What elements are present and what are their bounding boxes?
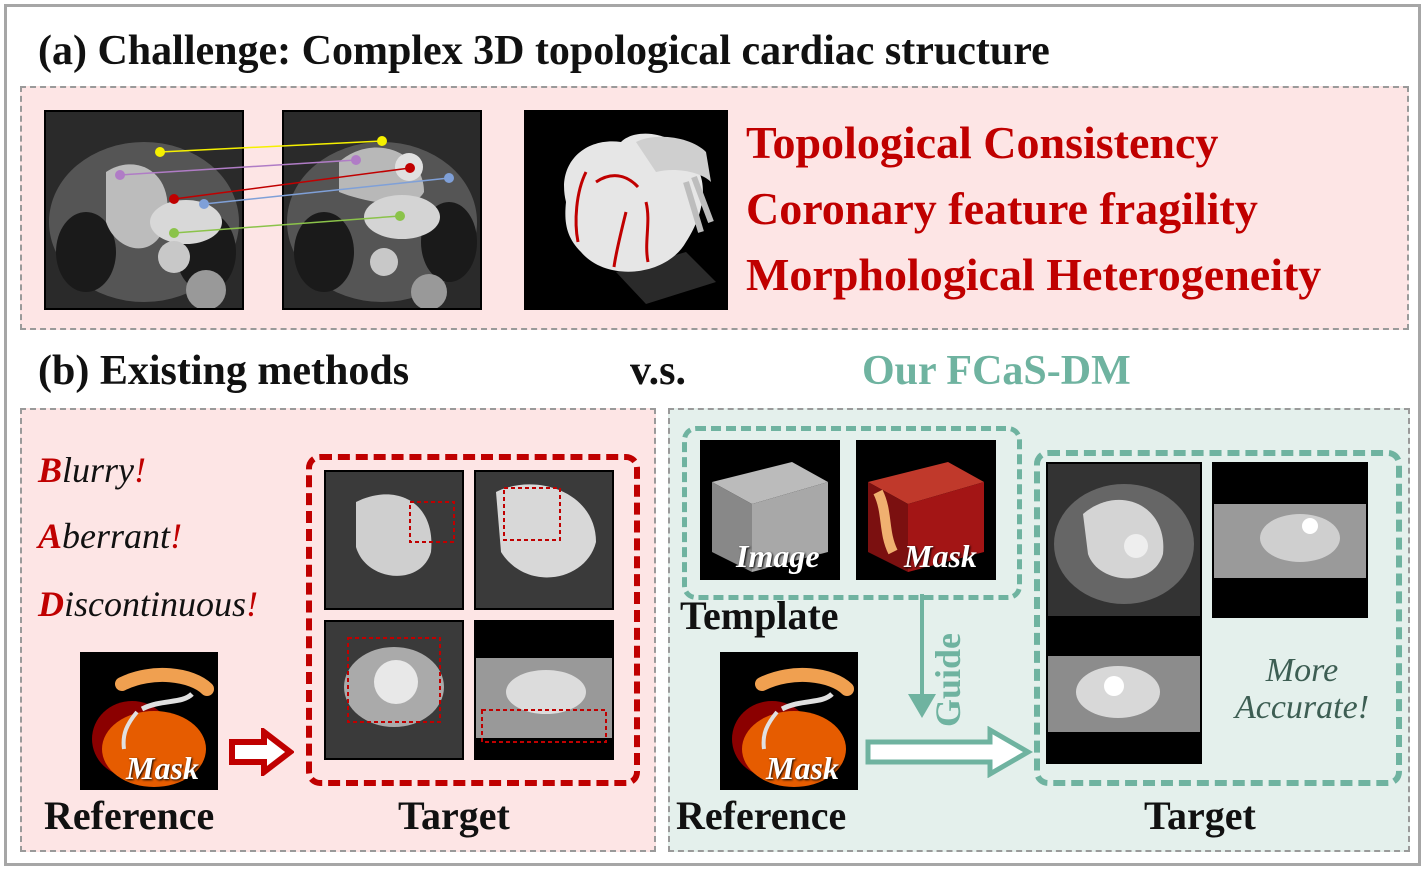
- target-existing-3: [324, 620, 464, 760]
- target-group-ours: [1034, 450, 1402, 786]
- challenge-1: Topological Consistency: [746, 117, 1219, 168]
- template-label: Template: [680, 593, 839, 638]
- reference-label-existing: Reference: [44, 793, 215, 838]
- challenge-3: Morphological Heterogeneity: [746, 249, 1322, 300]
- mask-label-template: Mask: [904, 538, 977, 574]
- target-ours-2: [1212, 462, 1368, 618]
- target-label-existing: Target: [398, 793, 510, 838]
- target-group-existing: [306, 454, 640, 786]
- reference-mask-ours: [720, 652, 858, 790]
- target-ours-1: [1046, 462, 1202, 618]
- issue-blurry: Blurry!: [38, 450, 147, 490]
- correspondence-lines: [115, 136, 454, 238]
- mask-label-ours: Mask: [766, 750, 839, 786]
- image-label: Image: [736, 538, 820, 574]
- guide-arrow-icon: [908, 594, 936, 718]
- more-accurate-line2: Accurate!: [1234, 689, 1370, 727]
- template-mask: [856, 440, 996, 580]
- template-image: [700, 440, 840, 580]
- ours-title: Our FCaS-DM: [862, 348, 1131, 394]
- target-existing-2: [474, 470, 614, 610]
- challenge-2: Coronary feature fragility: [746, 183, 1258, 234]
- more-accurate-line1: More: [1265, 652, 1339, 689]
- figure-frame: [4, 4, 1421, 866]
- target-label-ours: Target: [1144, 793, 1256, 838]
- arrow-right-icon: [229, 728, 294, 776]
- ct-slice-1: [44, 110, 244, 310]
- template-group: [682, 426, 1022, 600]
- mask-label-existing: Mask: [126, 750, 199, 786]
- section-a-title: (a) Challenge: Complex 3D topological ca…: [38, 28, 1050, 74]
- target-existing-1: [324, 470, 464, 610]
- issue-discontinuous: Discontinuous!: [38, 584, 259, 624]
- reference-mask-existing: [80, 652, 218, 790]
- more-accurate-label: More Accurate!: [1222, 652, 1382, 727]
- target-existing-4: [474, 620, 614, 760]
- issue-aberrant: Aberrant!: [38, 516, 183, 556]
- target-ours-3: [1046, 618, 1202, 764]
- reference-label-ours: Reference: [676, 793, 847, 838]
- heart-3d-render: [524, 110, 728, 310]
- guide-label: Guide: [928, 632, 968, 728]
- existing-methods-title: (b) Existing methods: [38, 348, 410, 394]
- vs-label: v.s.: [630, 348, 687, 394]
- arrow-right-green-icon: [865, 726, 1033, 778]
